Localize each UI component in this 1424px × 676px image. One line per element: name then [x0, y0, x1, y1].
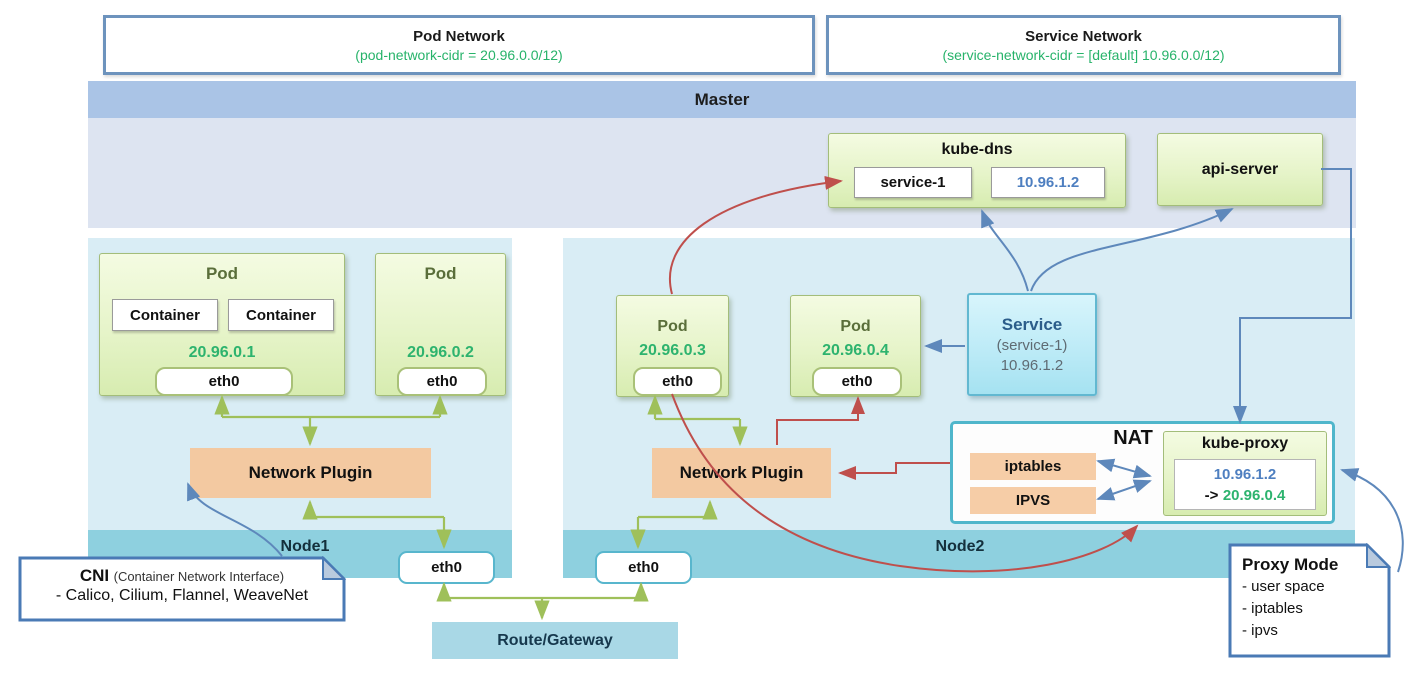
route-gateway-box: Route/Gateway: [432, 622, 678, 659]
nat-box: NAT iptables IPVS kube-proxy 10.96.1.2 -…: [950, 421, 1335, 524]
cni-callout-fold: [322, 555, 347, 580]
proxy-mode-item-ipvs: - ipvs: [1242, 622, 1278, 639]
cni-callout-shape: [18, 556, 346, 622]
pod1-container-2: Container: [228, 299, 334, 331]
pod4-ip: 20.96.0.4: [822, 342, 889, 359]
proxy-mode-callout: Proxy Mode - user space - iptables - ipv…: [1228, 542, 1392, 658]
kube-proxy-service-ip: 10.96.1.2: [1213, 465, 1277, 483]
api-server-box: api-server: [1157, 133, 1323, 206]
master-label: Master: [694, 89, 750, 109]
service-network-title: Service Network: [1025, 27, 1142, 45]
kube-proxy-title: kube-proxy: [1201, 435, 1289, 452]
master-band: Master: [88, 81, 1356, 118]
service-name: (service-1): [996, 336, 1068, 354]
service-box: Service (service-1) 10.96.1.2: [967, 293, 1097, 396]
pod3-ip: 20.96.0.3: [639, 342, 706, 359]
nat-iptables-chip: iptables: [970, 453, 1096, 480]
pod-network-legend: Pod Network (pod-network-cidr = 20.96.0.…: [103, 15, 815, 75]
node2-label: Node2: [935, 538, 985, 555]
cni-items: - Calico, Cilium, Flannel, WeaveNet: [55, 587, 309, 604]
node1-network-plugin: Network Plugin: [190, 448, 431, 498]
pod4-title: Pod: [840, 318, 871, 335]
pod2-ip: 20.96.0.2: [407, 344, 474, 361]
node1-label: Node1: [280, 538, 330, 555]
kube-proxy-mapping: 10.96.1.2 -> 20.96.0.4: [1174, 459, 1316, 510]
pod2-eth0: eth0: [397, 367, 487, 396]
pod3-eth0: eth0: [633, 367, 722, 396]
service-network-cidr: (service-network-cidr = [default] 10.96.…: [942, 46, 1225, 63]
pod1-container-1: Container: [112, 299, 218, 331]
pod3-title: Pod: [657, 318, 688, 335]
node2-eth0: eth0: [595, 551, 692, 584]
node2-network-plugin: Network Plugin: [652, 448, 831, 498]
kube-proxy-box: kube-proxy 10.96.1.2 -> 20.96.0.4: [1163, 431, 1327, 516]
pod-network-cidr: (pod-network-cidr = 20.96.0.0/12): [355, 46, 563, 63]
pod-network-title: Pod Network: [413, 27, 505, 45]
pod1-ip: 20.96.0.1: [188, 344, 256, 361]
proxy-mode-item-userspace: - user space: [1242, 578, 1325, 595]
cni-subtitle: (Container Network Interface): [113, 569, 285, 584]
service-network-legend: Service Network (service-network-cidr = …: [826, 15, 1341, 75]
pod1-eth0: eth0: [155, 367, 293, 396]
service-title: Service: [1001, 314, 1063, 334]
pod2-title: Pod: [424, 264, 457, 283]
kube-dns-box: kube-dns service-1 10.96.1.2: [828, 133, 1126, 208]
kube-dns-title: kube-dns: [941, 141, 1013, 158]
kube-proxy-arrow: ->: [1204, 486, 1219, 504]
kube-proxy-target-ip: 20.96.0.4: [1222, 486, 1286, 504]
cni-callout: CNI (Container Network Interface) - Cali…: [18, 555, 347, 622]
kube-dns-service-chip: service-1: [854, 167, 972, 198]
cni-title: CNI: [79, 566, 110, 585]
kube-dns-ip-chip: 10.96.1.2: [991, 167, 1105, 198]
nat-ipvs-chip: IPVS: [970, 487, 1096, 514]
pod1-title: Pod: [205, 264, 239, 283]
service-ip: 10.96.1.2: [1000, 356, 1064, 374]
node1-eth0: eth0: [398, 551, 495, 584]
pod4-eth0: eth0: [812, 367, 902, 396]
api-server-title: api-server: [1201, 160, 1279, 178]
proxy-mode-item-iptables: - iptables: [1242, 600, 1303, 617]
proxy-mode-title: Proxy Mode: [1242, 555, 1339, 574]
